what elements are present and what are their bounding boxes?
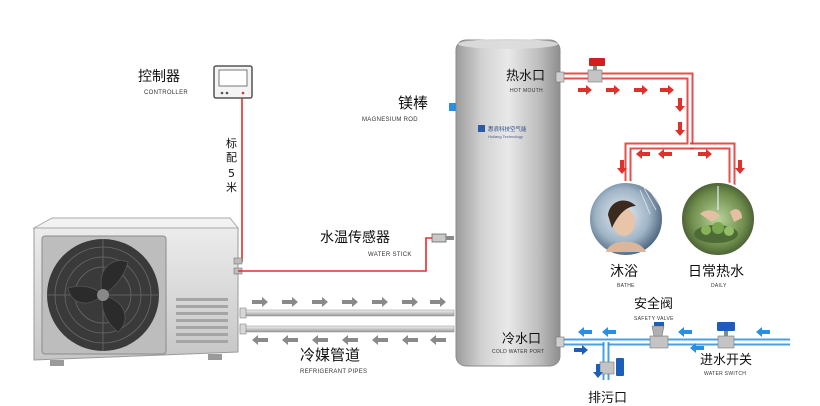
- drain-flow-arrows: [574, 345, 603, 378]
- safety-valve-label-en: SAFETY VALVE: [634, 316, 674, 322]
- water-switch-valve: [717, 322, 735, 349]
- tank-logo-text-en: Huilang Technology: [488, 134, 523, 139]
- refrigerant-flow-out-arrows: [252, 297, 446, 307]
- bathe-label: 沐浴: [610, 264, 638, 280]
- bathe-photo: [588, 181, 664, 257]
- cable-length-number: 5: [228, 167, 235, 180]
- refrigerant-flow-return-arrows: [252, 335, 446, 345]
- hot-mouth-label: 热水口: [506, 69, 545, 84]
- unit-cable-port: [233, 257, 243, 265]
- cable-length-char-2: 配: [226, 151, 237, 164]
- water-sensor-label-en: WATER STICK: [368, 252, 412, 258]
- bathe-label-en: BATHE: [617, 283, 635, 289]
- cold-water-port-fitting: [555, 336, 565, 348]
- safety-valve-label: 安全阀: [634, 296, 673, 312]
- sensor-plug: [431, 233, 454, 243]
- refrigerant-pipes: [239, 307, 455, 335]
- magnesium-rod-label: 镁棒: [398, 94, 428, 112]
- controller-label: 控制器: [138, 69, 180, 85]
- sensor-wire: [238, 237, 432, 272]
- water-tank: [455, 39, 561, 367]
- tank-logo: 惠浪科技空气能 Huilang Technology: [478, 125, 527, 139]
- fan-blades: [67, 260, 129, 333]
- hot-water-valve: [555, 58, 605, 83]
- cold-water-flow-arrows: [578, 327, 770, 353]
- hot-water-pipe: [560, 72, 736, 186]
- controller-label-en: CONTROLLER: [144, 90, 188, 96]
- daily-photo: [680, 181, 756, 257]
- water-sensor-label: 水温传感器: [320, 229, 390, 246]
- safety-valve: [649, 322, 669, 349]
- cold-port-label-en: COLD WATER PORT: [492, 349, 544, 355]
- outdoor-unit: [32, 217, 240, 366]
- hot-water-flow-arrows: [578, 85, 745, 174]
- cable-length-char-1: 标: [226, 136, 237, 150]
- water-switch-label: 进水开关: [700, 353, 752, 368]
- tank-logo-text: 惠浪科技空气能: [488, 125, 527, 133]
- drain-label: 排污口: [588, 391, 627, 406]
- hot-mouth-label-en: HOT MOUTH: [510, 88, 543, 94]
- refrigerant-label: 冷媒管道: [300, 346, 360, 364]
- magnesium-rod-label-en: MAGNESIUM ROD: [362, 117, 418, 123]
- water-switch-label-en: WATER SWITCH: [704, 371, 746, 377]
- cable-length-char-3: 米: [226, 181, 237, 194]
- refrigerant-label-en: REFRIGERANT PIPES: [300, 369, 367, 375]
- daily-label: 日常热水: [688, 264, 744, 280]
- vent-slats: [176, 298, 228, 343]
- controller: [213, 65, 253, 99]
- drain-pipe: [599, 342, 624, 380]
- cold-port-label: 冷水口: [502, 332, 541, 347]
- magnesium-rod-port: [449, 103, 456, 111]
- daily-label-en: DAILY: [711, 283, 727, 289]
